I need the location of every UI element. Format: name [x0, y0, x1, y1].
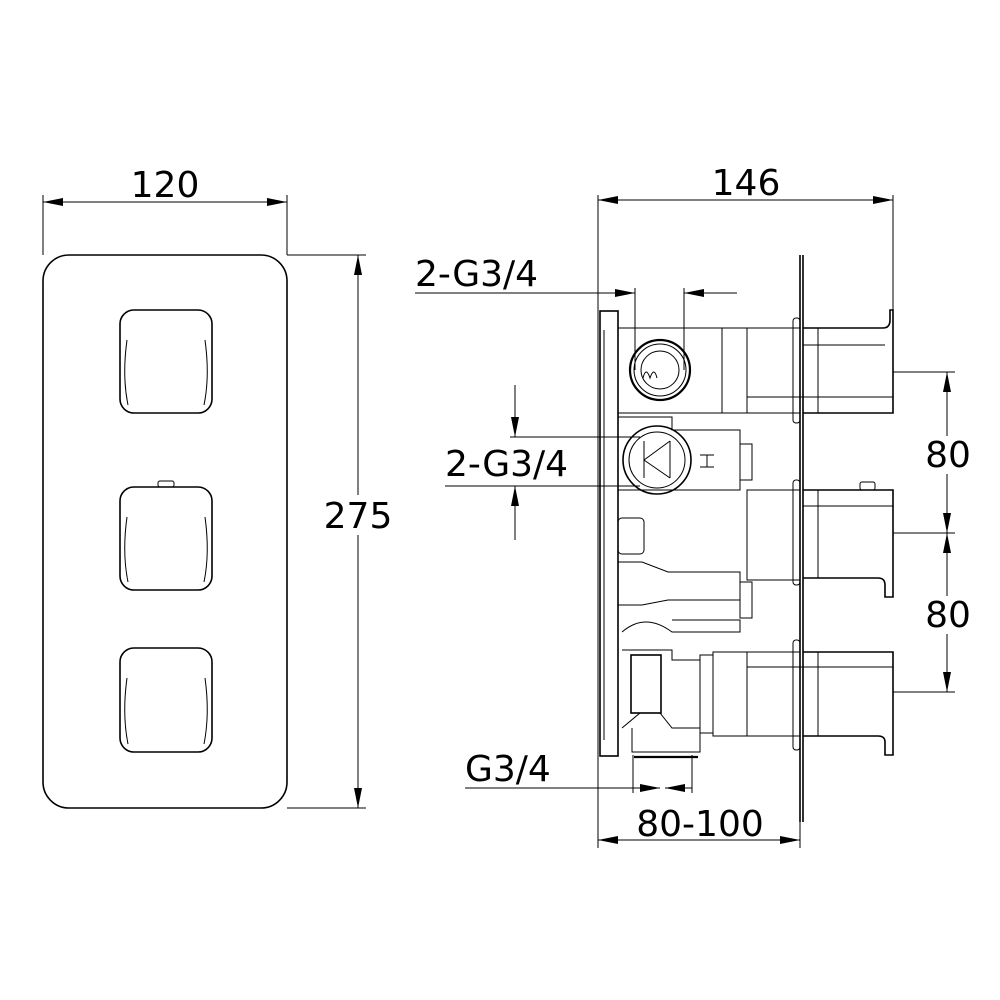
- knob-middle: [119, 480, 213, 591]
- h-symbol: [700, 454, 714, 468]
- dimension-top-outlet: 2-G3/4: [415, 254, 737, 370]
- dimension-spacing: 80 80: [893, 371, 974, 693]
- middle-handle: [746, 479, 894, 598]
- dimension-depth-label: 146: [712, 163, 781, 204]
- cover-plate: [42, 254, 288, 809]
- side-view: 146 2-G3/4 2-G3/4 80 80: [415, 163, 974, 848]
- knob-top: [119, 309, 213, 414]
- dimension-inlet: 2-G3/4: [445, 385, 640, 540]
- front-view: 120 275: [42, 165, 394, 809]
- dimension-height: 275: [287, 254, 394, 809]
- dimension-height-label: 275: [324, 496, 393, 537]
- diverter-body: [617, 517, 753, 633]
- dimension-width-label: 120: [131, 165, 200, 206]
- dimension-depth: 146: [597, 163, 894, 848]
- knob-bottom: [119, 647, 213, 753]
- dimension-spacing-upper-label: 80: [925, 435, 971, 476]
- dimension-bottom-outlet-label: G3/4: [465, 749, 551, 790]
- dimension-wall-depth-label: 80-100: [636, 804, 764, 845]
- dimension-top-outlet-label: 2-G3/4: [415, 254, 538, 295]
- dimension-width: 120: [42, 165, 288, 255]
- dimension-inlet-label: 2-G3/4: [445, 444, 568, 485]
- dimension-bottom-outlet: G3/4: [465, 749, 693, 793]
- top-outlet-body: [618, 309, 894, 424]
- dimension-wall-depth: 80-100: [598, 804, 801, 848]
- inlet-body: [618, 416, 753, 495]
- dimension-spacing-lower-label: 80: [925, 595, 971, 636]
- indicator-nub: [157, 480, 175, 488]
- valve-box-plate: [599, 310, 619, 757]
- bottom-outlet-body: [621, 639, 894, 759]
